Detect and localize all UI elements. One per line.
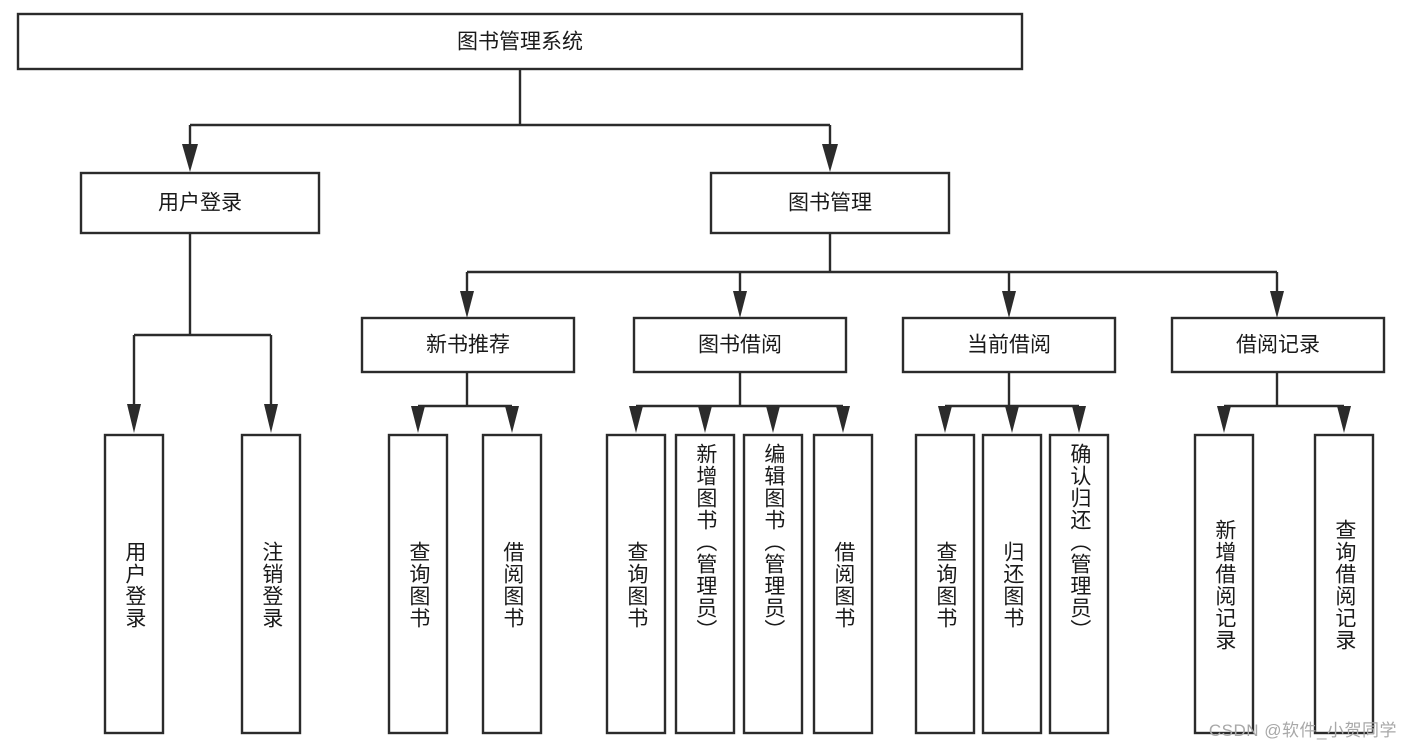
node-leaf-query-book-1-label: 查询图书 [406,541,430,629]
node-leaf-borrow-book-2-label: 借阅图书 [831,541,855,629]
arrow-head-icon [1072,406,1086,433]
arrow-head-icon [1270,291,1284,318]
node-leaf-query-book-2-label: 查询图书 [624,541,648,629]
arrow-head-icon [766,406,780,433]
node-leaf-logout[interactable] [240,433,302,735]
node-book-borrow-label: 图书借阅 [698,334,782,357]
node-leaf-edit-book[interactable] [742,433,804,735]
node-current-borrow-label: 当前借阅 [967,334,1051,357]
node-root-label: 图书管理系统 [457,31,583,54]
arrow-head-icon [127,404,141,433]
arrow-head-icon [938,406,952,433]
node-leaf-add-record-label: 新增借阅记录 [1212,519,1236,651]
node-new-book-recommend-label: 新书推荐 [426,334,510,357]
node-leaf-query-record-label: 查询借阅记录 [1332,519,1356,651]
arrow-head-icon [182,144,198,172]
arrow-head-icon [411,406,425,433]
watermark-text: CSDN @软件_小贺同学 [1208,721,1397,740]
node-borrow-record-label: 借阅记录 [1236,334,1320,357]
node-leaf-borrow-book-1-label: 借阅图书 [500,541,524,629]
node-borrow-record[interactable]: 借阅记录 [1170,316,1386,374]
connector-layer [127,69,1351,433]
arrow-head-icon [698,406,712,433]
arrow-head-icon [264,404,278,433]
node-leaf-logout-label: 注销登录 [259,541,283,629]
node-leaf-query-book-2[interactable] [605,433,667,735]
node-book-borrow[interactable]: 图书借阅 [632,316,848,374]
node-book-management[interactable]: 图书管理 [709,171,951,235]
arrow-head-icon [460,291,474,318]
node-new-book-recommend[interactable]: 新书推荐 [360,316,576,374]
arrow-head-icon [1005,406,1019,433]
arrow-head-icon [836,406,850,433]
node-user-login-label: 用户登录 [158,192,242,215]
arrow-head-icon [1337,406,1351,433]
node-leaf-query-book-1[interactable] [387,433,449,735]
arrow-head-icon [822,144,838,172]
node-layer: 图书管理系统 用户登录 图书管理 新书推荐 图书借阅 当前 [16,12,1386,735]
arrow-head-icon [1002,291,1016,318]
node-leaf-query-record[interactable] [1313,433,1375,735]
node-user-login[interactable]: 用户登录 [79,171,321,235]
node-leaf-add-book-label: 新增图书（管理员） [693,443,717,641]
node-leaf-query-book-3[interactable] [914,433,976,735]
node-leaf-confirm-return-label: 确认归还（管理员） [1067,443,1091,641]
arrow-head-icon [733,291,747,318]
node-leaf-borrow-book-1[interactable] [481,433,543,735]
node-leaf-return-book[interactable] [981,433,1043,735]
node-current-borrow[interactable]: 当前借阅 [901,316,1117,374]
node-leaf-add-book[interactable] [674,433,736,735]
node-root[interactable]: 图书管理系统 [16,12,1024,71]
node-leaf-user-login-label: 用户登录 [122,541,146,629]
node-book-management-label: 图书管理 [788,192,872,215]
node-leaf-edit-book-label: 编辑图书（管理员） [761,443,785,641]
node-leaf-user-login[interactable] [103,433,165,735]
node-leaf-confirm-return[interactable] [1048,433,1110,735]
node-leaf-query-book-3-label: 查询图书 [933,541,957,629]
node-leaf-add-record[interactable] [1193,433,1255,735]
node-leaf-return-book-label: 归还图书 [1000,541,1024,629]
arrow-head-icon [1217,406,1231,433]
arrow-head-icon [629,406,643,433]
node-leaf-borrow-book-2[interactable] [812,433,874,735]
arrow-head-icon [505,406,519,433]
